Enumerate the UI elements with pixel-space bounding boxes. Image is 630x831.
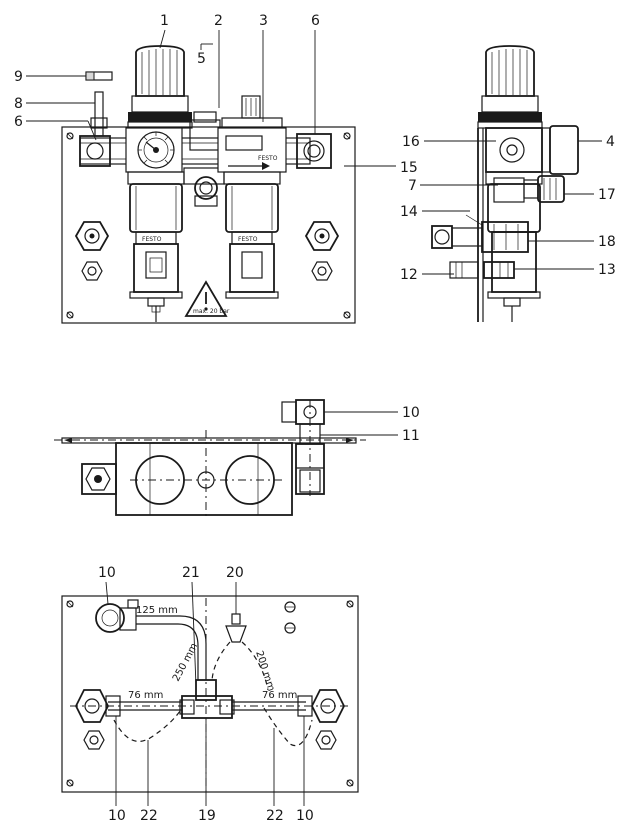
callout-7: 7 (408, 178, 417, 194)
callout-6-right: 6 (311, 13, 320, 29)
callout-11: 11 (402, 428, 420, 444)
bottom-plate-screws (66, 600, 354, 787)
dim-76mm-left: 76 mm (128, 690, 163, 701)
callout-10-top: 10 (402, 405, 420, 421)
bottom-plate (61, 595, 359, 793)
callout-4: 4 (606, 134, 615, 150)
festo-label-top: FESTO (258, 155, 278, 162)
dim-125mm: 125 mm (136, 605, 178, 616)
left-hex-fittings (74, 221, 110, 281)
callout-9: 9 (14, 69, 23, 85)
bottom-view: 125 mm 250 mm 200 mm 76 mm 76 mm 10 21 2… (61, 565, 359, 824)
front-view: FESTO FESTO (14, 13, 356, 324)
side-view: 16 4 7 17 14 18 12 13 15 (344, 45, 616, 322)
callout-1: 1 (160, 13, 169, 29)
warning-sign: max. 20 bar (184, 280, 230, 317)
callout-15: 15 (400, 160, 418, 176)
callout-10-bottom-right: 10 (296, 808, 314, 824)
callout-14: 14 (400, 204, 418, 220)
mounting-plate (61, 126, 356, 324)
callout-22-right: 22 (266, 808, 284, 824)
top-view: 10 11 (54, 399, 420, 520)
regulator-knob (127, 45, 193, 129)
callout-21: 21 (182, 565, 200, 581)
festo-label-right: FESTO (238, 236, 258, 243)
callout-13: 13 (598, 262, 616, 278)
pressure-gauge (125, 127, 183, 173)
callout-16: 16 (402, 134, 420, 150)
callout-17: 17 (598, 187, 616, 203)
festo-label-left: FESTO (142, 236, 162, 243)
callout-22-left: 22 (140, 808, 158, 824)
filter-regulator: FESTO (127, 171, 185, 322)
callout-10-bottom-left: 10 (108, 808, 126, 824)
callout-8: 8 (14, 96, 23, 112)
plate-screws (66, 132, 351, 319)
callout-10-bottom-top: 10 (98, 565, 116, 581)
callout-18: 18 (598, 234, 616, 250)
callout-12: 12 (400, 267, 418, 283)
max-pressure-label: max. 20 bar (193, 308, 230, 315)
callout-3: 3 (259, 13, 268, 29)
dim-200mm: 200 mm (253, 650, 276, 693)
callout-20: 20 (226, 565, 244, 581)
callout-19: 19 (198, 808, 216, 824)
callout-5: 5 (197, 51, 206, 67)
dim-76mm-right: 76 mm (262, 690, 297, 701)
right-hex-fittings (304, 221, 340, 281)
lubricator: FESTO FESTO (217, 95, 287, 299)
callout-2: 2 (214, 13, 223, 29)
callout-6-left: 6 (14, 114, 23, 130)
